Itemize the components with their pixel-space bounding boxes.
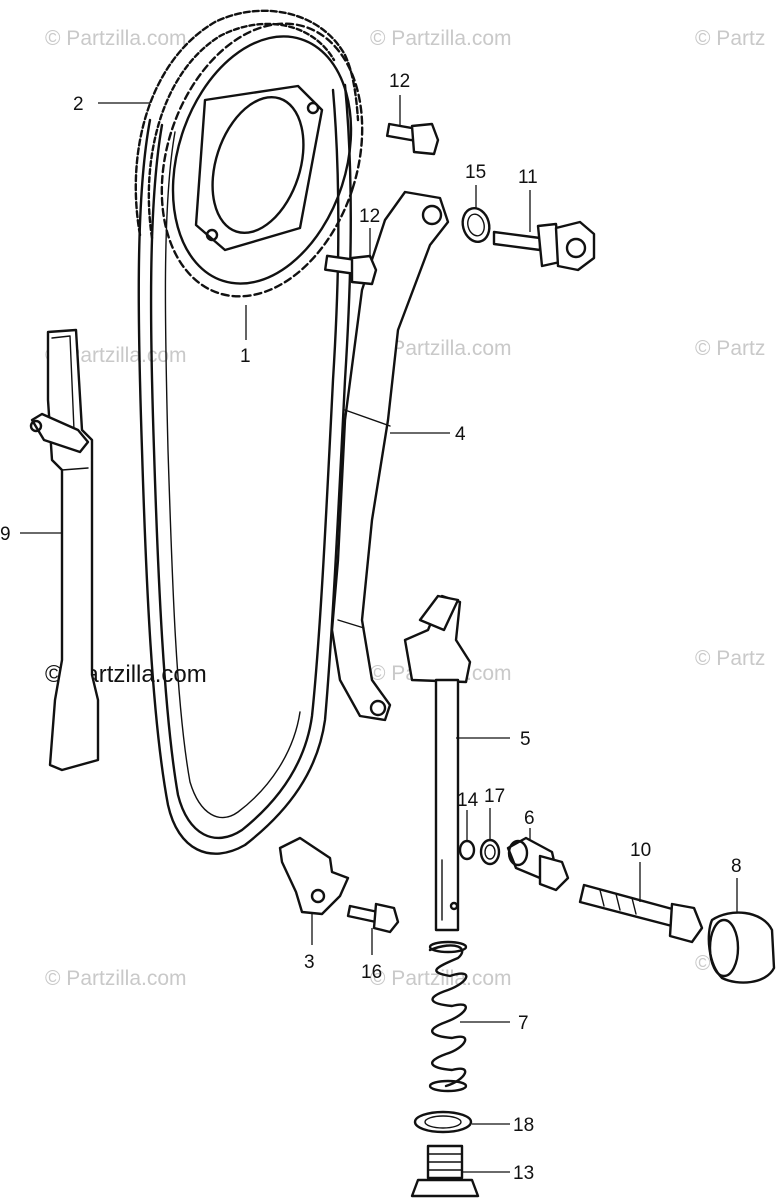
watermark: © Partzilla.com xyxy=(45,967,187,990)
cam-sprocket xyxy=(160,22,364,298)
callout-3: 3 xyxy=(304,952,315,973)
callout-2: 2 xyxy=(73,94,84,115)
tensioner-nut-6 xyxy=(506,836,570,892)
callout-13: 13 xyxy=(513,1163,534,1184)
callout-7: 7 xyxy=(518,1013,529,1034)
plug-bolt-13 xyxy=(410,1144,480,1198)
watermarks: © Partzilla.com © Partzilla.com © Partz … xyxy=(45,27,765,990)
callout-10: 10 xyxy=(630,840,651,861)
leader-lines xyxy=(20,95,738,1173)
washer-18 xyxy=(413,1110,473,1134)
callout-8: 8 xyxy=(731,856,742,877)
watermark: © Partzilla.com xyxy=(370,967,512,990)
watermark: © Partzilla.com xyxy=(370,337,512,360)
callout-16: 16 xyxy=(361,962,382,983)
watermark: © Partz xyxy=(695,27,765,50)
tensioner-arm xyxy=(330,190,450,722)
push-rod xyxy=(403,594,472,932)
callout-14: 14 xyxy=(457,790,479,811)
watermark: © Partzilla.com xyxy=(45,27,187,50)
callout-17: 17 xyxy=(484,786,505,807)
watermark: © Partz xyxy=(695,647,765,670)
watermark: © Partz xyxy=(695,337,765,360)
chain-guide xyxy=(29,328,100,772)
cap-8 xyxy=(707,911,776,984)
callout-1: 1 xyxy=(240,346,251,367)
bolt-10 xyxy=(578,883,704,944)
callout-6: 6 xyxy=(524,808,535,829)
o-ring-15 xyxy=(461,207,491,243)
callout-9: 9 xyxy=(0,524,11,545)
callout-12: 12 xyxy=(359,206,380,227)
callout-15: 15 xyxy=(465,162,486,183)
bracket-3 xyxy=(278,836,350,916)
callout-11: 11 xyxy=(518,167,538,188)
callout-12: 12 xyxy=(389,71,410,92)
bolt-12-top xyxy=(385,122,440,156)
o-ring-17 xyxy=(479,838,501,866)
bolt-12-mid xyxy=(323,254,378,286)
callout-5: 5 xyxy=(520,729,531,750)
washer-14 xyxy=(458,839,476,861)
callout-18: 18 xyxy=(513,1115,534,1136)
pivot-bolt-11 xyxy=(492,220,596,272)
callout-4: 4 xyxy=(455,424,466,445)
callouts: 2 1 12 12 15 11 4 9 5 14 17 6 10 8 3 16 … xyxy=(0,71,742,1184)
bolt-16 xyxy=(346,902,400,934)
spring-7 xyxy=(428,940,468,1093)
watermark: © Partzilla.com xyxy=(370,27,512,50)
